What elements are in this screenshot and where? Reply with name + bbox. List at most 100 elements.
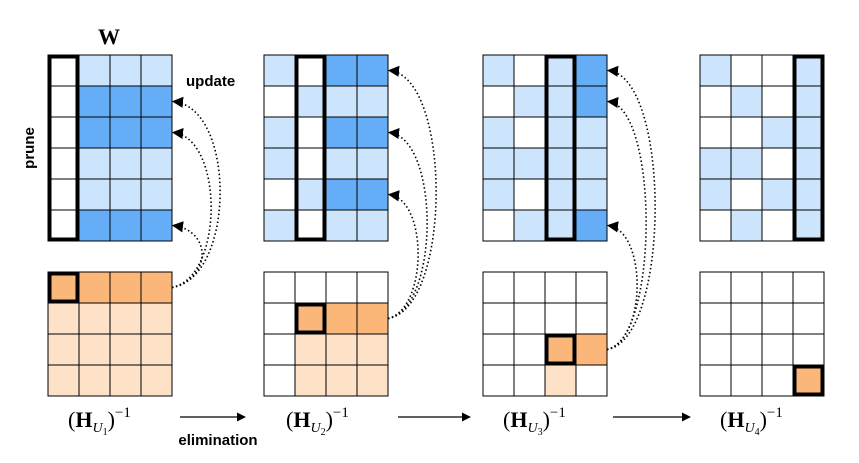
hessian-cell bbox=[513, 302, 546, 335]
hessian-cell bbox=[325, 364, 358, 397]
update-arrow bbox=[387, 65, 437, 320]
hessian-cell bbox=[356, 271, 389, 304]
weight-cell bbox=[482, 54, 515, 87]
weight-cell bbox=[78, 85, 111, 118]
weight-cell bbox=[294, 147, 327, 180]
hessian-cell bbox=[47, 271, 80, 304]
weight-cell bbox=[513, 209, 546, 242]
update-arrow bbox=[171, 96, 221, 289]
hessian-cell bbox=[140, 364, 173, 397]
weight-cell bbox=[109, 116, 142, 149]
hessian-cell bbox=[482, 333, 515, 366]
svg-text:(HU2)−1: (HU2)−1 bbox=[286, 405, 349, 438]
hessian-label-2: (HU2)−1 bbox=[286, 405, 349, 438]
weight-cell bbox=[140, 147, 173, 180]
weight-cell bbox=[78, 147, 111, 180]
weight-cell bbox=[544, 178, 577, 211]
prune-label: prune bbox=[21, 127, 38, 169]
hessian-cell bbox=[263, 302, 296, 335]
hessian-cell bbox=[792, 271, 825, 304]
hessian-cell bbox=[47, 302, 80, 335]
weight-cell bbox=[78, 54, 111, 87]
weight-matrix-2 bbox=[263, 54, 389, 242]
weight-cell bbox=[294, 116, 327, 149]
weight-cell bbox=[294, 209, 327, 242]
weight-cell bbox=[699, 116, 732, 149]
weight-cell bbox=[699, 178, 732, 211]
weight-cell bbox=[78, 178, 111, 211]
inverse-hessian-matrix-3 bbox=[482, 271, 608, 397]
svg-text:(HU3)−1: (HU3)−1 bbox=[503, 405, 566, 438]
hessian-cell bbox=[78, 302, 111, 335]
weight-cell bbox=[699, 147, 732, 180]
weight-cell bbox=[47, 178, 80, 211]
weight-cell bbox=[263, 116, 296, 149]
hessian-cell bbox=[761, 302, 794, 335]
weight-cell bbox=[513, 54, 546, 87]
hessian-cell bbox=[109, 302, 142, 335]
weight-cell bbox=[513, 85, 546, 118]
weight-cell bbox=[544, 85, 577, 118]
weight-cell bbox=[730, 147, 763, 180]
update-arrow bbox=[606, 65, 656, 351]
weight-cell bbox=[513, 116, 546, 149]
weight-cell bbox=[761, 178, 794, 211]
pruned-column-highlight bbox=[792, 54, 825, 242]
weight-cell bbox=[356, 85, 389, 118]
update-arrow bbox=[171, 127, 212, 289]
update-arrow bbox=[171, 221, 203, 289]
weight-matrix-3 bbox=[482, 54, 608, 242]
weight-cell bbox=[513, 147, 546, 180]
hessian-cell bbox=[730, 271, 763, 304]
weight-matrix-4 bbox=[699, 54, 825, 242]
weight-cell bbox=[761, 209, 794, 242]
weight-cell bbox=[47, 209, 80, 242]
update-arrow bbox=[606, 96, 647, 351]
hessian-cell bbox=[792, 302, 825, 335]
weight-cell bbox=[109, 147, 142, 180]
weight-cell bbox=[575, 116, 608, 149]
weight-cell bbox=[730, 209, 763, 242]
hessian-cell bbox=[575, 271, 608, 304]
weight-cell bbox=[356, 116, 389, 149]
pivot-highlight bbox=[792, 364, 825, 397]
weight-cell bbox=[730, 54, 763, 87]
weight-cell bbox=[699, 85, 732, 118]
inverse-hessian-matrix-4 bbox=[699, 271, 825, 397]
hessian-cell bbox=[699, 302, 732, 335]
weight-cell bbox=[294, 54, 327, 87]
weight-cell bbox=[575, 178, 608, 211]
hessian-cell bbox=[78, 364, 111, 397]
pivot-highlight bbox=[47, 271, 80, 304]
hessian-cell bbox=[761, 364, 794, 397]
weight-cell bbox=[78, 116, 111, 149]
hessian-cell bbox=[544, 271, 577, 304]
hessian-label-4: (HU4)−1 bbox=[720, 405, 783, 438]
weight-cell bbox=[140, 116, 173, 149]
weight-cell bbox=[575, 54, 608, 87]
hessian-cell bbox=[47, 333, 80, 366]
weight-cell bbox=[140, 209, 173, 242]
hessian-label-1: (HU1)−1 bbox=[68, 405, 131, 438]
update-arrow bbox=[387, 190, 419, 320]
hessian-cell bbox=[761, 333, 794, 366]
hessian-cell bbox=[575, 302, 608, 335]
inverse-hessian-matrix-2 bbox=[263, 271, 389, 397]
weight-cell bbox=[356, 147, 389, 180]
weight-cell bbox=[109, 209, 142, 242]
pivot-highlight bbox=[544, 333, 577, 366]
weight-cell bbox=[482, 178, 515, 211]
weight-cell bbox=[47, 54, 80, 87]
hessian-cell bbox=[730, 364, 763, 397]
hessian-cell bbox=[109, 333, 142, 366]
weight-cell bbox=[761, 85, 794, 118]
elimination-label: elimination bbox=[178, 432, 257, 449]
weight-cell bbox=[792, 116, 825, 149]
weight-cell bbox=[575, 85, 608, 118]
hessian-cell bbox=[482, 302, 515, 335]
hessian-cell bbox=[699, 271, 732, 304]
update-arrows bbox=[171, 65, 656, 351]
weight-cell bbox=[761, 147, 794, 180]
hessian-cell bbox=[140, 333, 173, 366]
